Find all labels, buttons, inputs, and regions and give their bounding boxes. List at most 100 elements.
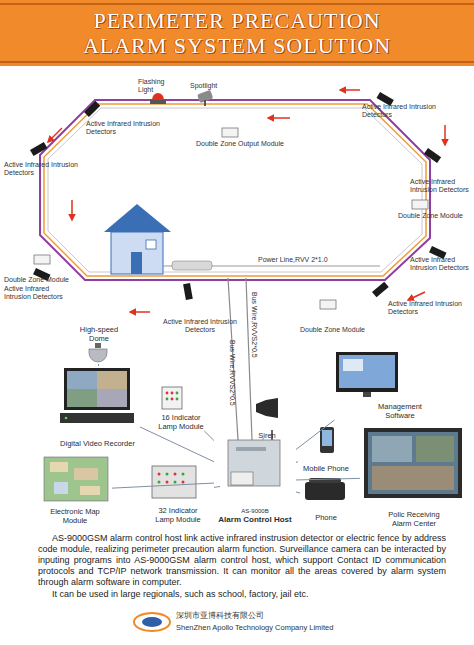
house-window	[146, 240, 156, 249]
direction-arrow	[408, 292, 425, 300]
banner-rule	[0, 3, 474, 5]
part-label: Active Infrared Intrusion Detectors	[4, 161, 78, 177]
part-label: Double Zone Output Module	[196, 140, 306, 148]
video-recorder	[60, 413, 134, 423]
device-label: Management Software	[370, 403, 430, 420]
device-node: Polic Receiving Alarm Center	[360, 426, 468, 528]
lamp	[166, 481, 169, 484]
lamp	[182, 473, 185, 476]
device-node: High-speed Dome	[72, 326, 126, 364]
device-node: Management Software	[330, 350, 430, 420]
monitor-stand	[363, 392, 371, 397]
cable-connector	[296, 461, 298, 463]
lamp	[166, 392, 169, 395]
zone-module	[34, 255, 50, 264]
cable-connector	[112, 483, 214, 488]
part-label: Double Zone Module	[4, 276, 80, 284]
device-node: AS-9000BAlarm Control Host	[214, 438, 296, 524]
cable-connector	[214, 486, 220, 488]
part-label: Active Infrared Intrusion Detectors	[160, 318, 240, 334]
banner-rule	[0, 61, 474, 63]
screen-view	[416, 436, 454, 462]
description-text: It can be used in large regionals, such …	[38, 589, 446, 600]
device-label: 16 Indicator Lamp Module	[156, 414, 206, 431]
part-label: Active Infrared Intrusion Detectors	[4, 285, 70, 301]
part-label: Double Zone Module	[300, 326, 376, 334]
dome-camera	[89, 349, 107, 362]
infrared-detector	[30, 142, 47, 156]
phone-screen	[322, 430, 332, 446]
perimeter-wire	[44, 104, 426, 276]
company-logo	[134, 613, 170, 631]
device-node: Mobile Phone	[298, 425, 354, 473]
device-label: Alarm Control Host	[218, 516, 291, 525]
map-building	[54, 482, 68, 494]
lamp-module	[152, 466, 196, 498]
lamp	[182, 481, 185, 484]
part-label: Bus Wire,RVVS2*0.5	[250, 292, 258, 378]
monitor-screen	[368, 432, 458, 494]
monitor	[64, 368, 130, 410]
lamp	[174, 481, 177, 484]
zone-module	[320, 300, 336, 309]
description-text: AS-9000GSM alarm control host link activ…	[38, 533, 446, 588]
recorder-light	[65, 417, 68, 420]
lamp-module	[162, 387, 182, 409]
cable-connector	[98, 364, 99, 366]
part-label: Active Infrared Intrusion Detectors	[410, 256, 474, 272]
lamp	[171, 392, 174, 395]
infrared-detector	[424, 148, 441, 163]
device-label: Siren	[258, 432, 276, 441]
direction-arrow	[444, 125, 446, 145]
title-banner	[0, 0, 474, 66]
monitor-screen	[67, 389, 97, 407]
software-window	[343, 359, 363, 371]
device-label: Digital Video Recorder	[60, 440, 135, 449]
screen-view	[372, 466, 454, 490]
lamp	[158, 481, 161, 484]
part-label: Bus Wire,RVVS2*0.5	[228, 340, 236, 426]
keypad	[231, 472, 253, 485]
map-building	[74, 468, 98, 480]
site-map	[44, 457, 108, 501]
flashing-light	[150, 100, 166, 104]
direction-arrow	[268, 117, 290, 119]
mobile-phone	[320, 427, 334, 453]
part-label: Power Line,RVV 2*1.0	[258, 256, 368, 264]
device-node: 32 Indicator Lamp Module	[136, 462, 220, 524]
company-logo	[142, 617, 162, 627]
spotlight	[204, 100, 206, 106]
lamp	[171, 398, 174, 401]
device-label: Mobile Phone	[303, 465, 349, 474]
monitor-screen	[97, 389, 127, 407]
device-label: AS-9000B	[241, 507, 268, 516]
siren-horn	[256, 398, 278, 418]
lamp	[176, 398, 179, 401]
description-text: ShenZhen Apollo Technology Company Limit…	[176, 623, 396, 632]
zone-module	[412, 200, 428, 209]
part-label: Active Infrared Intrusion Detectors	[362, 103, 442, 119]
host-panel	[236, 447, 266, 451]
desk-phone	[305, 482, 345, 500]
lamp	[166, 398, 169, 401]
device-label: 32 Indicator Lamp Module	[151, 507, 206, 524]
flashing-light	[152, 93, 164, 100]
device-label: High-speed Dome	[72, 326, 126, 343]
device-node: Siren	[250, 398, 284, 440]
device-label: Phone	[315, 514, 337, 523]
direction-arrow	[71, 200, 73, 220]
lamp	[176, 392, 179, 395]
device-node: 16 Indicator Lamp Module	[148, 385, 214, 431]
map-building	[50, 462, 68, 472]
cable-connector	[296, 478, 360, 480]
monitor-screen	[67, 371, 97, 389]
device-node: Digital Video Recorder	[55, 366, 140, 448]
monitor	[336, 352, 398, 392]
infrared-detector	[183, 283, 193, 300]
perimeter-wire	[48, 108, 422, 272]
monitor	[364, 428, 462, 498]
device-node: Electronic Map Module	[38, 455, 112, 525]
monitor-screen	[97, 371, 127, 389]
lamp	[166, 473, 169, 476]
